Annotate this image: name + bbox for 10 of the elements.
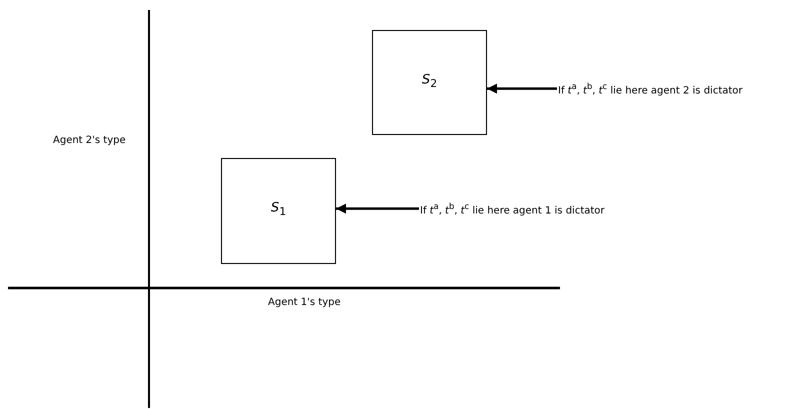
annotation-text: If t$^{a}$, t$^{b}$, t$^{c}$ lie here agent 2 is dictator [558, 79, 743, 98]
leader-arrow [336, 204, 419, 214]
region-label: S$_{1}$ [270, 200, 288, 218]
region-box [372, 30, 487, 135]
region-box [221, 158, 336, 264]
axis-title: Agent 1's type [268, 297, 341, 308]
leader-arrow [487, 84, 557, 94]
region-label: S$_{2}$ [420, 72, 438, 90]
annotation-text: If t$^{a}$, t$^{b}$, t$^{c}$ lie here agent 1 is dictator [420, 199, 605, 218]
axis-title: Agent 2's type [53, 135, 126, 146]
